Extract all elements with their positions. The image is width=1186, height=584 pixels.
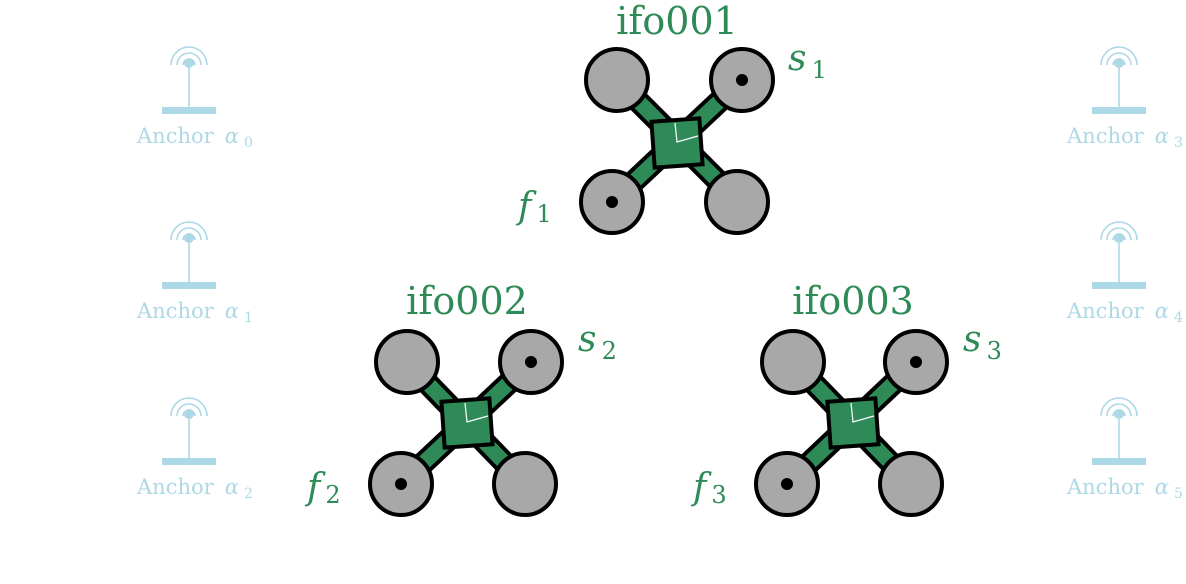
drone-body bbox=[825, 396, 881, 450]
anchor-1: Anchor α 1 bbox=[136, 221, 253, 326]
anchor-label: Anchor bbox=[136, 475, 215, 499]
antenna-icon bbox=[1092, 397, 1146, 465]
front-marker-letter: f bbox=[304, 467, 326, 508]
quadcopter-icon bbox=[579, 47, 775, 235]
rotor bbox=[492, 451, 558, 517]
svg-text:s 2: s 2 bbox=[578, 319, 617, 365]
drone-body bbox=[439, 396, 495, 450]
side-marker-letter: s bbox=[578, 319, 596, 360]
anchor-label: Anchor bbox=[1066, 299, 1145, 323]
anchor-index: 2 bbox=[244, 486, 253, 502]
rotor bbox=[878, 451, 944, 517]
drone-body bbox=[649, 116, 705, 170]
svg-text:s 1: s 1 bbox=[788, 38, 827, 84]
side-marker-dot bbox=[525, 356, 537, 368]
anchor-3: Anchor α 3 bbox=[1066, 46, 1183, 151]
anchor-symbol: α bbox=[225, 475, 239, 499]
svg-text:f 3: f 3 bbox=[690, 467, 727, 509]
side-marker-index: 1 bbox=[812, 56, 827, 84]
side-marker-dot bbox=[910, 356, 922, 368]
front-marker-dot bbox=[395, 478, 407, 490]
rotor bbox=[704, 169, 770, 235]
anchor-5: Anchor α 5 bbox=[1066, 397, 1183, 502]
svg-text:Anchor α 1: Anchor α 1 bbox=[136, 299, 253, 326]
anchor-symbol: α bbox=[1155, 299, 1169, 323]
front-marker-index: 3 bbox=[711, 481, 726, 509]
anchor-symbol: α bbox=[225, 124, 239, 148]
anchor-label: Anchor bbox=[136, 299, 215, 323]
anchor-2: Anchor α 2 bbox=[136, 397, 253, 502]
front-marker-dot bbox=[606, 196, 618, 208]
drone-name: ifo001 bbox=[616, 0, 738, 43]
antenna-icon bbox=[1092, 46, 1146, 114]
svg-text:Anchor α 2: Anchor α 2 bbox=[136, 475, 253, 502]
anchor-index: 4 bbox=[1174, 310, 1183, 326]
drone-name: ifo003 bbox=[792, 279, 914, 323]
front-marker-letter: f bbox=[515, 186, 537, 227]
anchor-index: 5 bbox=[1174, 486, 1183, 502]
anchor-index: 1 bbox=[244, 310, 253, 326]
side-marker-dot bbox=[736, 74, 748, 86]
drone-name: ifo002 bbox=[406, 279, 528, 323]
anchor-label: Anchor bbox=[1066, 475, 1145, 499]
front-marker-index: 2 bbox=[325, 481, 340, 509]
side-marker-letter: s bbox=[788, 38, 806, 79]
quadcopter-icon bbox=[368, 329, 564, 517]
anchor-0: Anchor α 0 bbox=[136, 46, 253, 151]
svg-text:f 1: f 1 bbox=[515, 186, 552, 228]
svg-text:Anchor α 5: Anchor α 5 bbox=[1066, 475, 1183, 502]
anchor-symbol: α bbox=[225, 299, 239, 323]
antenna-icon bbox=[1092, 221, 1146, 289]
quadcopter-icon bbox=[754, 329, 949, 517]
anchor-4: Anchor α 4 bbox=[1066, 221, 1183, 326]
anchor-symbol: α bbox=[1155, 475, 1169, 499]
anchor-symbol: α bbox=[1155, 124, 1169, 148]
front-marker-index: 1 bbox=[536, 200, 551, 228]
antenna-icon bbox=[162, 46, 216, 114]
svg-text:Anchor α 4: Anchor α 4 bbox=[1066, 299, 1183, 326]
front-marker-dot bbox=[781, 478, 793, 490]
rotor bbox=[584, 47, 650, 113]
antenna-icon bbox=[162, 397, 216, 465]
anchor-index: 0 bbox=[244, 135, 253, 151]
drone-ifo002: ifo002 f 2 s 2 bbox=[304, 279, 617, 517]
rotor bbox=[374, 329, 440, 395]
svg-text:f 2: f 2 bbox=[304, 467, 341, 509]
svg-text:s 3: s 3 bbox=[963, 319, 1002, 365]
anchor-label: Anchor bbox=[136, 124, 215, 148]
anchor-label: Anchor bbox=[1066, 124, 1145, 148]
anchor-index: 3 bbox=[1174, 135, 1183, 151]
side-marker-letter: s bbox=[963, 319, 981, 360]
svg-text:Anchor α 0: Anchor α 0 bbox=[136, 124, 253, 151]
rotor bbox=[760, 329, 826, 395]
drone-ifo001: ifo001 f 1 s 1 bbox=[515, 0, 827, 235]
side-marker-index: 2 bbox=[602, 337, 617, 365]
svg-text:Anchor α 3: Anchor α 3 bbox=[1066, 124, 1183, 151]
antenna-icon bbox=[162, 221, 216, 289]
front-marker-letter: f bbox=[690, 467, 712, 508]
side-marker-index: 3 bbox=[987, 337, 1002, 365]
drone-ifo003: ifo003 f 3 s 3 bbox=[690, 279, 1002, 517]
